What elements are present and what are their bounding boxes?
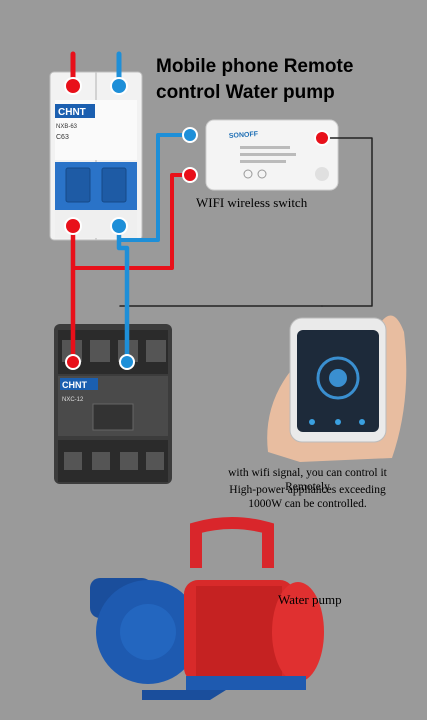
circuit-breaker: CHNT NXB-63 C63: [49, 71, 143, 241]
sonoff-wifi-switch: SONOFF: [205, 119, 339, 191]
caption-line-1: with wifi signal, you can control it Rem…: [228, 467, 387, 493]
diagram-title: Mobile phone Remote control Water pump: [156, 56, 354, 103]
breaker-brand: CHNT: [58, 107, 86, 118]
caption-line-3: 1000W can be controlled.: [248, 498, 367, 510]
breaker-brand-plate: [55, 104, 95, 118]
caption-line-2: High-power appliances exceeding: [229, 484, 386, 496]
terminals: [64, 77, 330, 370]
water-pump: [90, 517, 324, 700]
breaker-rating: C63: [56, 134, 69, 141]
contactor-brand: CHNT: [62, 380, 87, 390]
contactor-model: NXC-12: [62, 397, 84, 403]
sonoff-brand: SONOFF: [229, 131, 259, 140]
wifi-switch-label: WIFI wireless switch: [196, 195, 308, 210]
breaker-model: NXB-63: [56, 124, 78, 130]
water-pump-label: Water pump: [278, 592, 342, 607]
hand-holding-phone: [267, 315, 407, 462]
wiring: [70, 51, 373, 365]
contactor-brand-plate: [60, 378, 98, 390]
